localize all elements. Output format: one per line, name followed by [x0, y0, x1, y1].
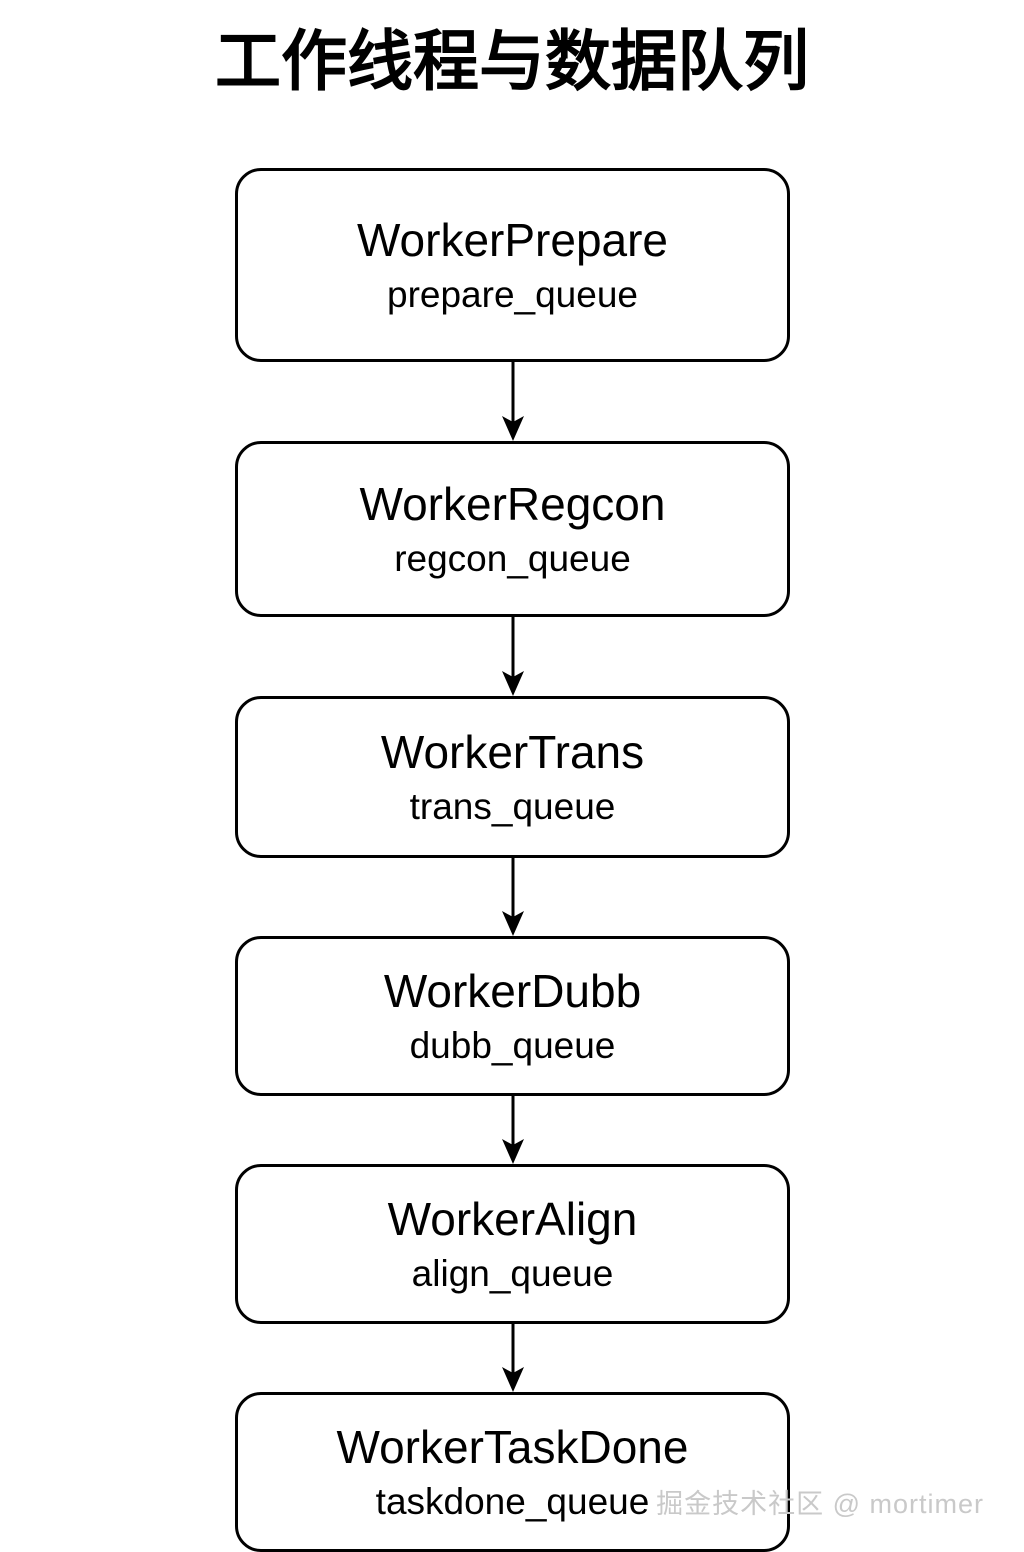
flow-node-prepare[interactable]: WorkerPrepare prepare_queue [235, 168, 790, 362]
flow-arrow-prepare-to-regcon [235, 362, 790, 441]
flow-node-title: WorkerTrans [380, 726, 645, 779]
flow-node-title: WorkerDubb [383, 965, 642, 1018]
flow-node-title: WorkerRegcon [359, 478, 666, 531]
flow-arrow-regcon-to-trans [235, 617, 790, 696]
flow-node-queue: prepare_queue [387, 273, 638, 315]
flow-node-queue: taskdone_queue [375, 1480, 650, 1522]
flow-arrow-trans-to-dubb [235, 858, 790, 936]
flow-node-regcon[interactable]: WorkerRegcon regcon_queue [235, 441, 790, 617]
flow-node-queue: dubb_queue [409, 1024, 616, 1066]
flow-node-column: WorkerPrepare prepare_queue WorkerRegcon… [235, 168, 790, 1552]
flow-node-queue: regcon_queue [394, 537, 631, 579]
flow-node-align[interactable]: WorkerAlign align_queue [235, 1164, 790, 1324]
flow-node-trans[interactable]: WorkerTrans trans_queue [235, 696, 790, 858]
flow-arrow-dubb-to-align [235, 1096, 790, 1164]
flow-node-queue: trans_queue [409, 785, 616, 827]
page-title: 工作线程与数据队列 [215, 24, 809, 98]
flow-node-queue: align_queue [411, 1252, 614, 1294]
flow-node-title: WorkerTaskDone [336, 1421, 689, 1474]
flow-arrow-align-to-taskdone [235, 1324, 790, 1392]
flow-node-taskdone[interactable]: WorkerTaskDone taskdone_queue [235, 1392, 790, 1552]
flow-node-title: WorkerPrepare [356, 214, 669, 267]
flow-node-title: WorkerAlign [387, 1193, 638, 1246]
flow-node-dubb[interactable]: WorkerDubb dubb_queue [235, 936, 790, 1096]
